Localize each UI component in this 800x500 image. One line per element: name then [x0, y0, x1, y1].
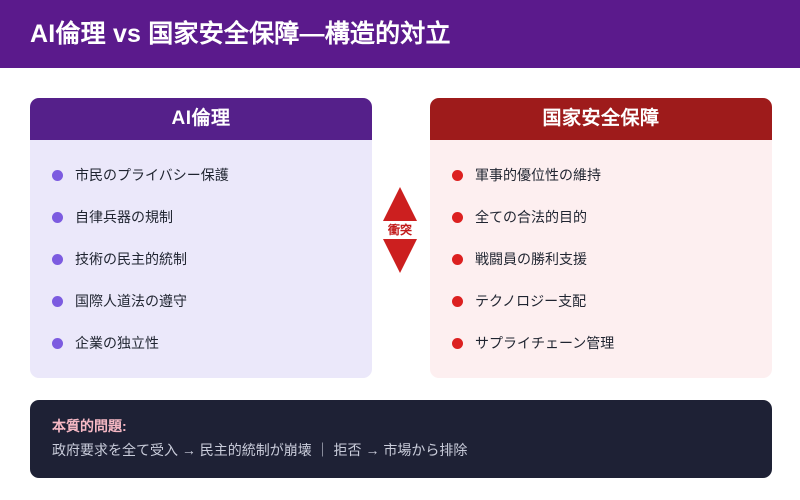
arrow-up-icon — [383, 187, 417, 221]
conflict-label: 衝突 — [387, 223, 412, 237]
core-problem-banner: 本質的問題: 政府要求を全て受入 → 民主的統制が崩壊 ｜ 拒否 → 市場から排… — [30, 400, 772, 478]
list-item: 全ての合法的目的 — [430, 196, 772, 238]
list-item: 国際人道法の遵守 — [30, 280, 372, 322]
list-item-label: テクノロジー支配 — [475, 293, 587, 309]
bullet-icon — [52, 211, 63, 223]
bullet-icon — [452, 295, 463, 307]
list-item-label: 全ての合法的目的 — [475, 209, 587, 225]
list-item-label: 企業の独立性 — [75, 335, 159, 351]
conflict-marker: 衝突 — [371, 170, 429, 290]
bullet-icon — [452, 211, 463, 223]
core-problem-text: 政府要求を全て受入 → 民主的統制が崩壊 ｜ 拒否 → 市場から排除 — [52, 442, 468, 458]
list-item: 戦闘員の勝利支援 — [430, 238, 772, 280]
panel-ai-ethics: AI倫理 市民のプライバシー保護 自律兵器の規制 技術の民主的統制 国際人道法の… — [30, 98, 372, 378]
list-item: 軍事的優位性の維持 — [430, 154, 772, 196]
bullet-icon — [452, 337, 463, 349]
list-item: サプライチェーン管理 — [430, 322, 772, 364]
list-item-label: 市民のプライバシー保護 — [75, 167, 229, 183]
list-item: 市民のプライバシー保護 — [30, 154, 372, 196]
arrow-down-icon — [383, 239, 417, 273]
page-title: AI倫理 vs 国家安全保障―構造的対立 — [30, 20, 451, 48]
list-item: 技術の民主的統制 — [30, 238, 372, 280]
header-band: AI倫理 vs 国家安全保障―構造的対立 — [0, 0, 800, 68]
list-item: 自律兵器の規制 — [30, 196, 372, 238]
bullet-icon — [52, 295, 63, 307]
bullet-icon — [52, 253, 63, 265]
panel-national-security: 国家安全保障 軍事的優位性の維持 全ての合法的目的 戦闘員の勝利支援 テクノロジ… — [430, 98, 772, 378]
list-item-label: 戦闘員の勝利支援 — [475, 251, 587, 267]
list-item-label: 自律兵器の規制 — [75, 209, 173, 225]
comparison-panels: AI倫理 市民のプライバシー保護 自律兵器の規制 技術の民主的統制 国際人道法の… — [0, 98, 800, 380]
bullet-icon — [452, 169, 463, 181]
list-item: テクノロジー支配 — [430, 280, 772, 322]
bullet-icon — [52, 169, 63, 181]
list-item-label: 国際人道法の遵守 — [75, 293, 187, 309]
panel-ai-ethics-list: 市民のプライバシー保護 自律兵器の規制 技術の民主的統制 国際人道法の遵守 企業… — [30, 140, 372, 364]
list-item: 企業の独立性 — [30, 322, 372, 364]
panel-national-security-title: 国家安全保障 — [430, 98, 772, 140]
panel-ai-ethics-title: AI倫理 — [30, 98, 372, 140]
list-item-label: 技術の民主的統制 — [75, 251, 187, 267]
bullet-icon — [52, 337, 63, 349]
list-item-label: 軍事的優位性の維持 — [475, 167, 601, 183]
list-item-label: サプライチェーン管理 — [475, 335, 615, 351]
panel-national-security-list: 軍事的優位性の維持 全ての合法的目的 戦闘員の勝利支援 テクノロジー支配 サプラ… — [430, 140, 772, 364]
bullet-icon — [452, 253, 463, 265]
core-problem-label: 本質的問題: — [52, 418, 127, 434]
